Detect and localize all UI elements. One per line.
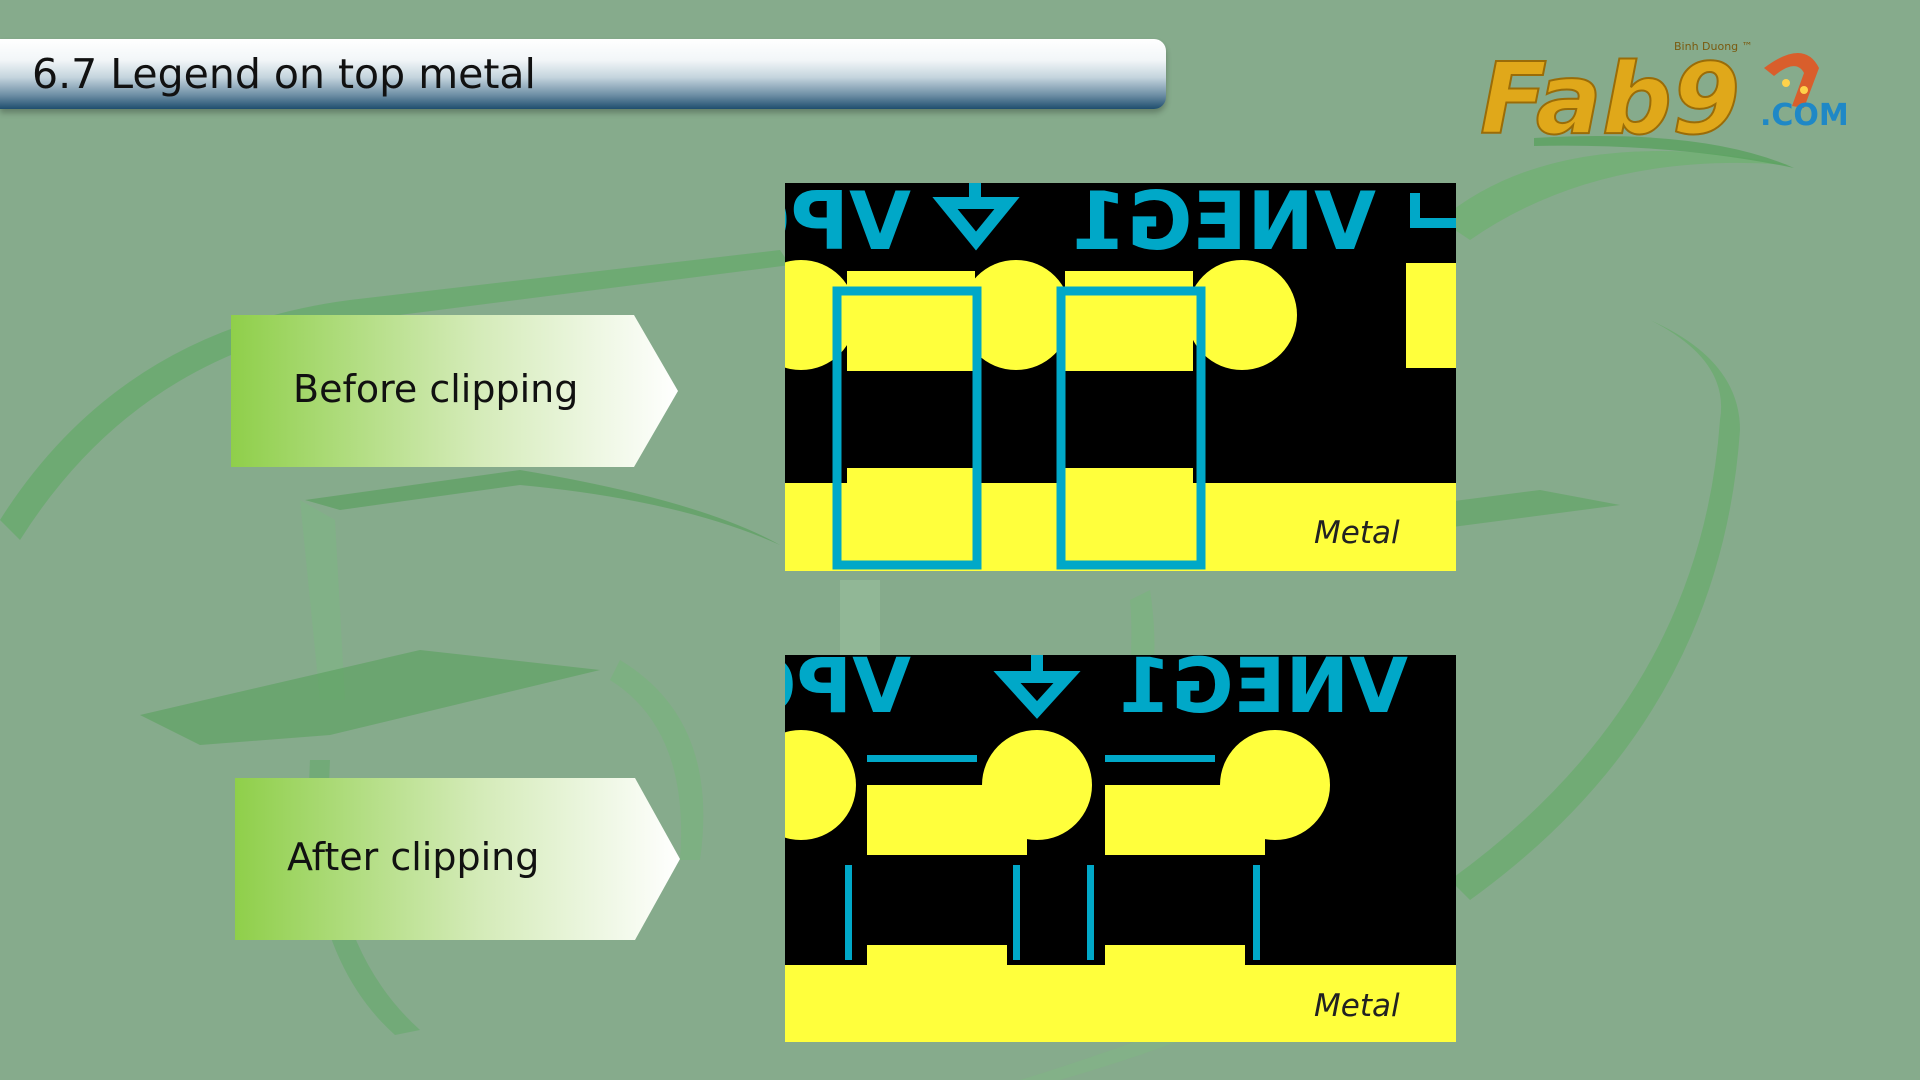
ground-symbol	[932, 183, 1020, 251]
legend-outline-box	[1056, 286, 1206, 570]
after-clipping-tag: After clipping	[235, 778, 680, 940]
title-bar	[0, 39, 1166, 109]
tag-arrow-shape	[231, 315, 678, 467]
legend-text-vneg1: VNEG1	[1071, 183, 1376, 268]
tag-arrow-shape	[235, 778, 680, 940]
metal-plane	[785, 965, 1456, 1042]
after-clipping-pcb-image: VPO VNEG1	[785, 655, 1456, 1042]
ground-symbol	[993, 655, 1081, 719]
before-clipping-label: Before clipping	[293, 367, 579, 411]
legend-outline-box	[832, 286, 982, 570]
logo-region-text: Binh Duong ™	[1674, 40, 1753, 53]
legend-text-vneg1: VNEG1	[1118, 655, 1408, 730]
before-clipping-pcb-image: VPO VNEG1	[785, 183, 1456, 571]
pad-circle	[1187, 260, 1297, 370]
fab9-logo: Binh Duong ™ Fab9	[1479, 40, 1819, 168]
legend-text-vpo: VPO	[785, 655, 911, 730]
before-metal-label: Metal	[1314, 515, 1400, 551]
pad-circle	[961, 260, 1071, 370]
after-clipping-label: After clipping	[287, 835, 540, 879]
slide-title: 6.7 Legend on top metal	[32, 50, 536, 98]
legend-text-vpo: VPO	[785, 183, 911, 268]
metal-plane	[785, 483, 1456, 571]
before-clipping-tag: Before clipping	[231, 315, 678, 467]
after-metal-label: Metal	[1314, 988, 1400, 1024]
logo-suffix: .COM	[1760, 98, 1849, 133]
